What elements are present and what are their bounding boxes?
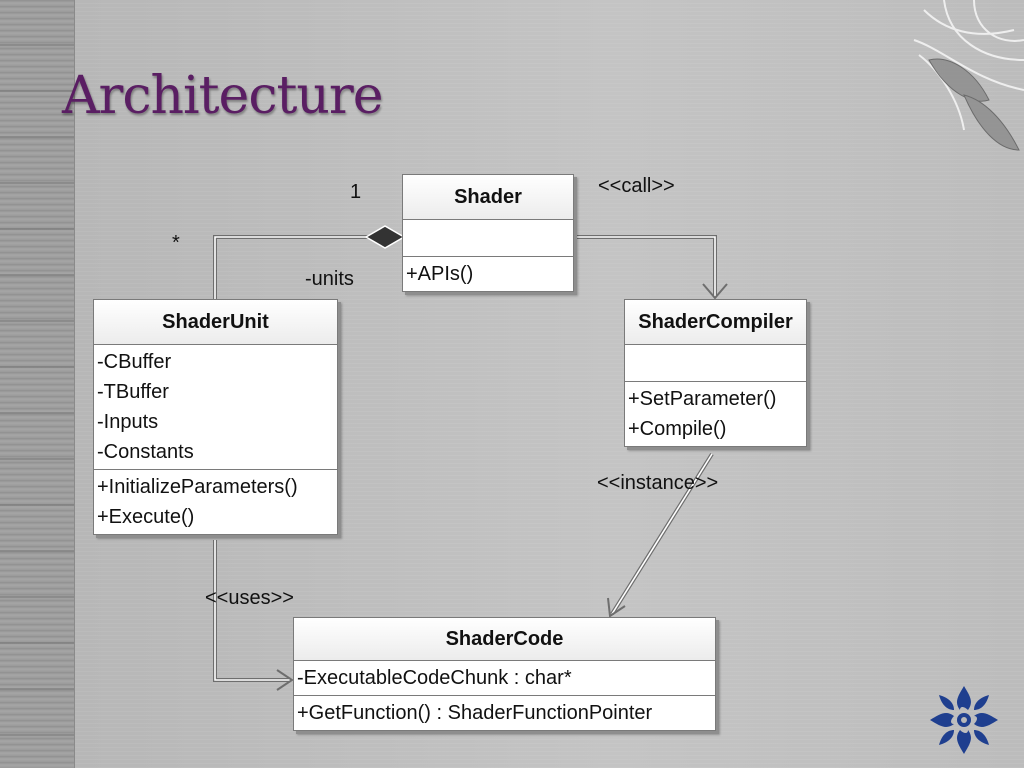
class-shader-unit-operations: +InitializeParameters() +Execute() <box>94 470 337 534</box>
instance-arrowhead <box>607 597 626 618</box>
attribute: -ExecutableCodeChunk : char* <box>297 667 572 689</box>
class-shader-compiler-operations: +SetParameter() +Compile() <box>625 382 806 446</box>
composition-diamond <box>364 225 406 249</box>
class-shader-unit-name: ShaderUnit <box>94 300 337 345</box>
attribute: -Inputs <box>97 411 159 433</box>
call-stereotype: <<call>> <box>598 175 675 197</box>
class-shader-code-name: ShaderCode <box>294 618 715 661</box>
corner-ornament-icon <box>913 0 1024 151</box>
attribute: -TBuffer <box>97 381 169 403</box>
class-shader-attributes <box>403 220 573 257</box>
uses-arrowhead <box>276 669 294 691</box>
class-shader-code-attributes: -ExecutableCodeChunk : char* <box>294 661 715 696</box>
multiplicity-part: * <box>172 232 180 254</box>
role-label: -units <box>305 268 354 290</box>
class-shader-code-operations: +GetFunction() : ShaderFunctionPointer <box>294 696 715 730</box>
attribute: -Constants <box>97 441 194 463</box>
class-shader-compiler[interactable]: ShaderCompiler +SetParameter() +Compile(… <box>624 299 807 447</box>
uses-stereotype: <<uses>> <box>205 587 294 609</box>
call-link <box>574 235 717 296</box>
class-shader-name: Shader <box>403 175 573 220</box>
flower-ornament-icon <box>930 686 998 754</box>
multiplicity-whole: 1 <box>350 181 362 203</box>
class-shader[interactable]: Shader +APIs() <box>402 174 574 292</box>
uses-link <box>213 540 290 682</box>
class-shader-operations: +APIs() <box>403 257 573 291</box>
operation: +GetFunction() : ShaderFunctionPointer <box>297 702 653 724</box>
class-shader-code[interactable]: ShaderCode -ExecutableCodeChunk : char* … <box>293 617 716 731</box>
operation: +InitializeParameters() <box>97 476 298 498</box>
attribute: -CBuffer <box>97 351 172 373</box>
class-shader-unit-attributes: -CBuffer -TBuffer -Inputs -Constants <box>94 345 337 470</box>
slide-title: Architecture <box>62 66 383 126</box>
operation: +Execute() <box>97 506 195 528</box>
instance-stereotype: <<instance>> <box>597 472 719 494</box>
class-shader-compiler-attributes <box>625 345 806 382</box>
left-decorative-strip <box>0 0 75 768</box>
call-arrowhead <box>702 283 728 300</box>
operation: +SetParameter() <box>628 388 777 410</box>
class-shader-compiler-name: ShaderCompiler <box>625 300 806 345</box>
operation: +APIs() <box>406 263 474 285</box>
operation: +Compile() <box>628 418 727 440</box>
class-shader-unit[interactable]: ShaderUnit -CBuffer -TBuffer -Inputs -Co… <box>93 299 338 535</box>
